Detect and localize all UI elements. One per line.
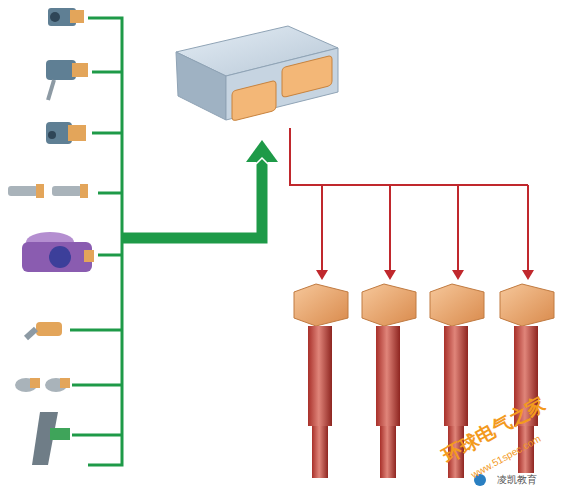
ecu-unit (176, 26, 338, 121)
sensor-bus (70, 18, 122, 465)
output-arrowheads (316, 270, 534, 280)
sensor-icons (8, 8, 94, 465)
ignition-outputs (290, 128, 528, 272)
watermark-brand: 凌凯教育 (495, 473, 539, 487)
arrow-chevron (256, 158, 268, 164)
signal-trunk (122, 160, 262, 238)
